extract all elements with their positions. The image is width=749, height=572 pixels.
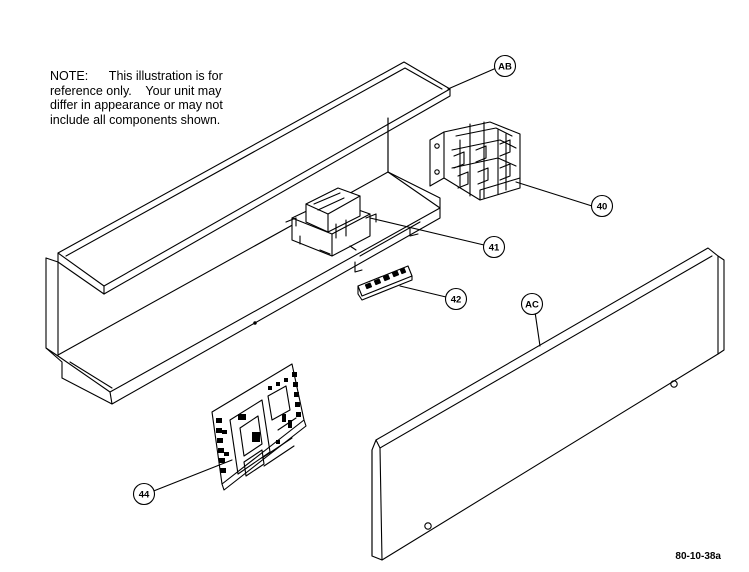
callout-ab: AB — [493, 54, 517, 78]
callout-44-label: 44 — [139, 490, 150, 501]
callout-40-label: 40 — [597, 202, 608, 213]
control-board-components — [216, 372, 301, 473]
contactor-relay — [429, 121, 521, 201]
callout-40: 40 — [590, 194, 614, 218]
control-box-housing — [45, 61, 451, 405]
callout-ac: AC — [520, 292, 544, 316]
leader-lines — [145, 68, 593, 495]
callout-ac-label: AC — [525, 300, 539, 311]
note-text: NOTE: This illustration is for reference… — [50, 69, 265, 127]
transformer — [285, 187, 377, 257]
callout-44: 44 — [132, 482, 156, 506]
callout-ab-label: AB — [498, 62, 512, 73]
front-cover-panel — [371, 247, 725, 561]
terminal-strip — [357, 265, 413, 301]
drawing-number: 80-10-38a — [675, 551, 721, 562]
callout-41: 41 — [482, 235, 506, 259]
note-line-2: reference only. Your unit may — [50, 83, 222, 98]
note-line-4: include all components shown. — [50, 112, 221, 127]
callout-42-label: 42 — [451, 295, 462, 306]
control-board — [211, 363, 307, 491]
note-line-3: differ in appearance or may not — [50, 98, 223, 112]
callout-41-label: 41 — [489, 243, 500, 254]
callout-42: 42 — [444, 287, 468, 311]
note-line-1: NOTE: This illustration is for — [50, 69, 223, 83]
